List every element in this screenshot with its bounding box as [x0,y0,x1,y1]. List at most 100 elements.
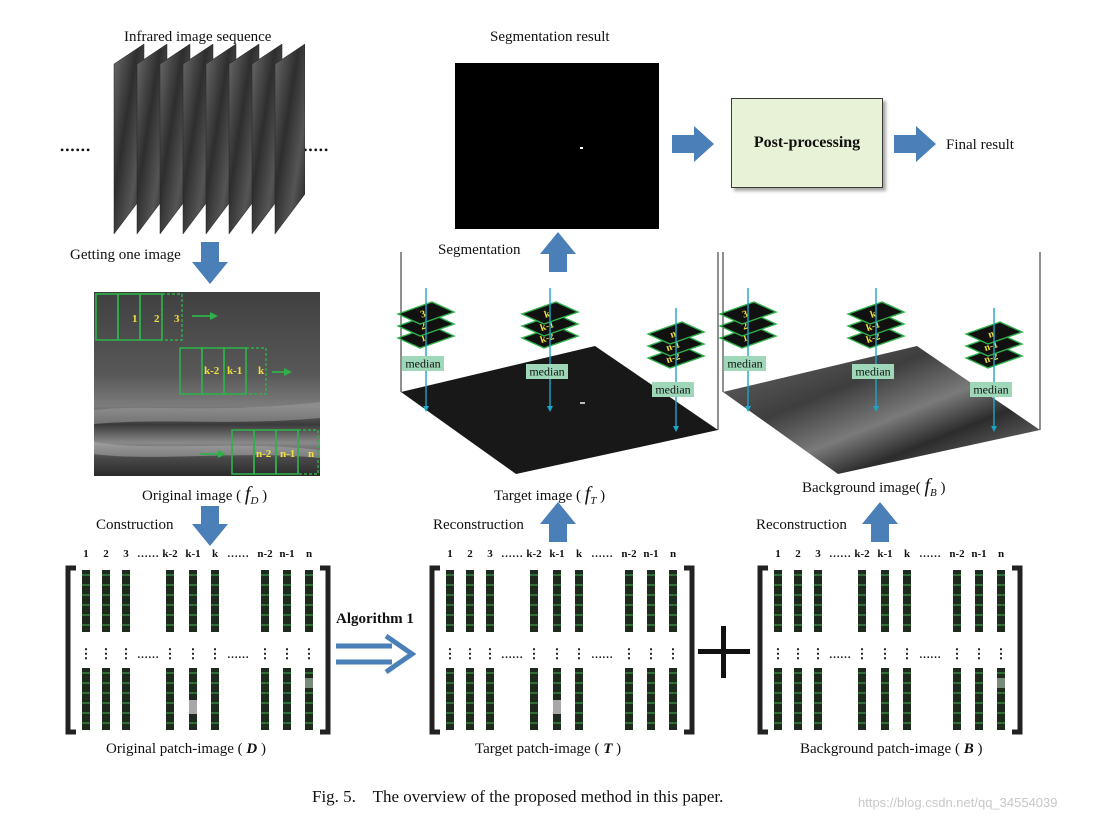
matrix-bracket-right [320,565,331,735]
patch-column [575,570,583,632]
patch-column [953,570,961,632]
patch-column [82,668,90,730]
original-image: 1 2 3 k-2 k-1 k n-2 n-1 n [94,292,320,476]
matrix-vdots: ⋮ [901,646,914,661]
matrix-vdots: ⋮ [464,646,477,661]
patch-column [953,668,961,730]
patch-column [881,668,889,730]
watermark: https://blog.csdn.net/qq_34554039 [858,795,1058,810]
matrix-column-header: k-2 [526,548,542,560]
matrix-vdots: ⋮ [259,646,272,661]
patch-column [669,668,677,730]
target-patch-label: Target patch-image ( T ) [475,741,622,757]
patch-column [997,570,1005,632]
patch-layer-label: k [543,308,552,320]
patch-layer-label: 1 [741,333,749,345]
matrix-dots: …… [919,649,941,661]
patch-column [305,570,313,632]
target-patch-matrix: 1⋮2⋮3⋮…………k-2⋮k-1⋮k⋮…………n-2⋮n-1⋮n⋮ [429,548,695,735]
window-label-n1: n-1 [280,448,295,460]
matrix-column-header: k [576,548,583,560]
patch-column [647,668,655,730]
patch-column [997,668,1005,730]
median-label: median [973,383,1008,397]
matrix-column-header: n-2 [257,548,273,560]
matrix-column-header: …… [137,548,159,560]
target-highlight [189,700,197,714]
target-image-label: Target image ( fT ) [494,483,606,507]
window-label-k2: k-2 [204,365,220,377]
matrix-column-header: n [670,548,676,560]
median-label: median [405,357,440,371]
algorithm-label: Algorithm 1 [336,611,414,627]
patch-column [625,570,633,632]
patch-column [211,668,219,730]
patch-column [814,570,822,632]
matrix-column-header: …… [829,548,851,560]
patch-column [575,668,583,730]
window-label-n: n [308,448,314,460]
matrix-vdots: ⋮ [164,646,177,661]
target-highlight [553,700,561,714]
patch-column [446,570,454,632]
window-label-2: 2 [154,313,160,325]
post-processing-box: Post-processing [731,98,883,188]
matrix-column-header: n [998,548,1004,560]
matrix-vdots: ⋮ [995,646,1008,661]
getting-one-image-label: Getting one image [70,247,181,263]
patch-column [261,668,269,730]
patch-column [261,570,269,632]
background-patch-label: Background patch-image ( B ) [800,741,983,757]
window-label-k1: k-1 [227,365,242,377]
patch-layer-label: k [869,308,878,320]
patch-column [794,570,802,632]
matrix-vdots: ⋮ [623,646,636,661]
matrix-vdots: ⋮ [772,646,785,661]
matrix-vdots: ⋮ [645,646,658,661]
matrix-vdots: ⋮ [187,646,200,661]
matrix-column-header: k-2 [162,548,178,560]
matrix-bracket-right [684,565,695,735]
patch-column [669,570,677,632]
patch-column [446,668,454,730]
patch-column [166,668,174,730]
patch-column [625,668,633,730]
segmentation-result-label: Segmentation result [490,29,610,45]
matrix-vdots: ⋮ [484,646,497,661]
patch-column [530,668,538,730]
background-image-label: Background image( fB ) [802,475,946,499]
patch-layer-label: 2 [419,321,427,333]
segmentation-label: Segmentation [438,242,521,258]
matrix-column-header: …… [501,548,523,560]
patch-column [122,570,130,632]
matrix-column-header: k [904,548,911,560]
matrix-column-header: k-1 [185,548,200,560]
matrix-vdots: ⋮ [209,646,222,661]
post-processing-label: Post-processing [753,134,861,151]
patch-column [122,668,130,730]
infrared-frame [274,44,305,235]
patch-column [82,570,90,632]
median-box [652,382,694,397]
matrix-column-header: n-1 [279,548,294,560]
matrix-vdots: ⋮ [573,646,586,661]
patch-column [858,668,866,730]
median-box [526,364,568,379]
right-arrow-icon [672,126,714,162]
window-label-n2: n-2 [256,448,272,460]
matrix-bracket-left [757,565,768,735]
patch-column [102,570,110,632]
matrix-vdots: ⋮ [100,646,113,661]
window-label-3: 3 [174,313,180,325]
patch-column [486,668,494,730]
patch-column [530,570,538,632]
matrix-column-header: 2 [467,548,473,560]
matrix-column-header: …… [591,548,613,560]
matrix-column-header: 3 [487,548,493,560]
